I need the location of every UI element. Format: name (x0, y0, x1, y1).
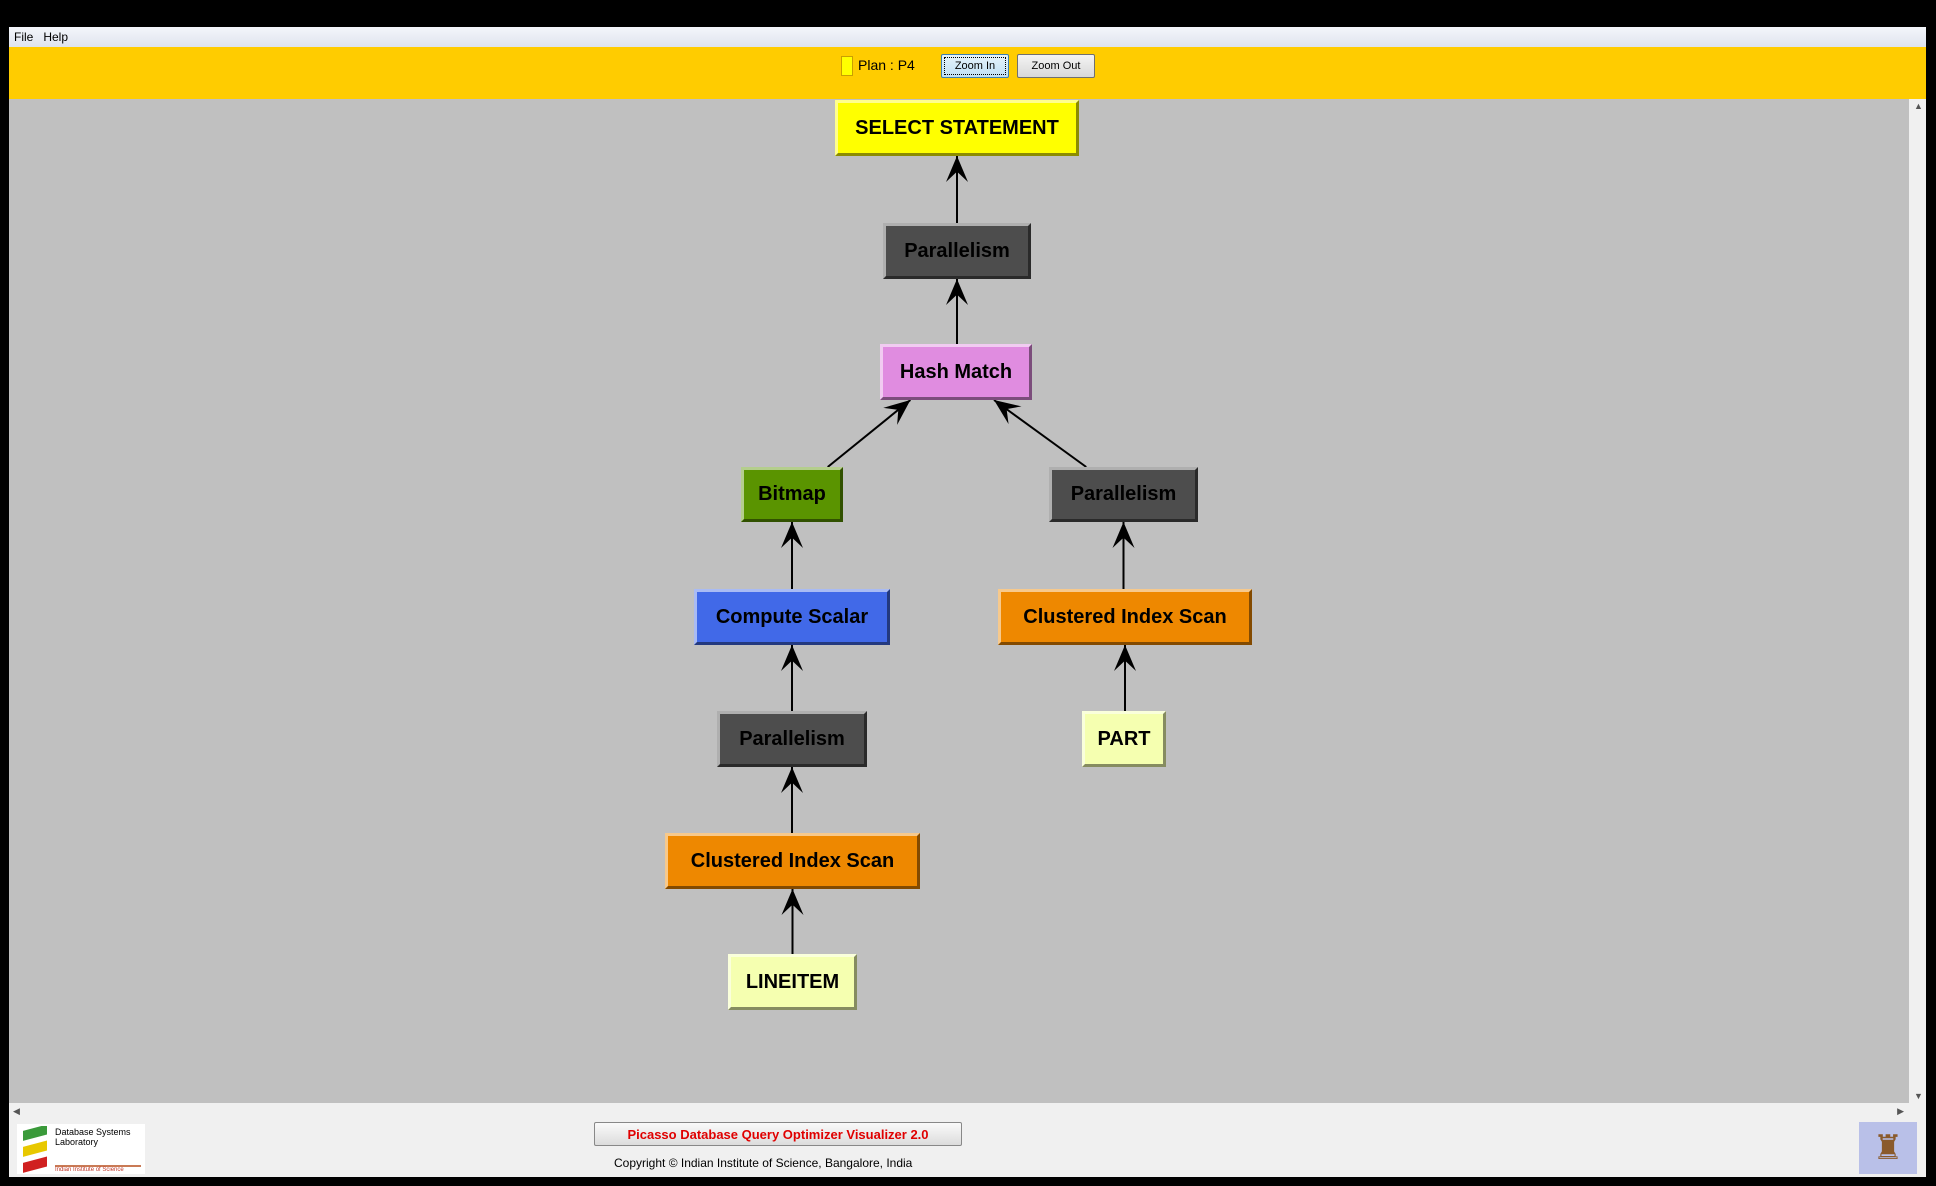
horizontal-scrollbar[interactable]: ◀ ▶ (9, 1103, 1926, 1121)
iisc-emblem-icon: ♜ (1859, 1122, 1917, 1174)
dsl-blocks-icon (23, 1126, 47, 1173)
node-bitmap[interactable]: Bitmap (741, 467, 843, 522)
node-lineitem[interactable]: LINEITEM (728, 954, 857, 1010)
node-parallelism-top[interactable]: Parallelism (883, 223, 1031, 279)
node-clustered-index-scan-left[interactable]: Clustered Index Scan (665, 833, 920, 889)
edge-line (827, 399, 912, 468)
vertical-scrollbar[interactable]: ▲ ▼ (1909, 99, 1926, 1103)
scroll-left-icon[interactable]: ◀ (13, 1106, 20, 1116)
plan-label: Plan : P4 (858, 57, 915, 73)
arrowhead-icon (994, 400, 1022, 425)
plan-color-swatch (841, 56, 853, 76)
menu-file[interactable]: File (14, 30, 34, 44)
scroll-down-icon[interactable]: ▼ (1914, 1091, 1923, 1101)
copyright-text: Copyright © Indian Institute of Science,… (614, 1156, 913, 1170)
dsl-logo-text: Database Systems Laboratory (55, 1127, 131, 1147)
footer: Database Systems Laboratory Indian Insti… (9, 1120, 1926, 1177)
scroll-right-icon[interactable]: ▶ (1897, 1106, 1904, 1116)
node-part[interactable]: PART (1082, 711, 1166, 767)
edge-line (993, 399, 1087, 468)
zoom-in-button[interactable]: Zoom In (941, 54, 1009, 78)
node-hash-match[interactable]: Hash Match (880, 344, 1032, 400)
plan-edges (781, 156, 1136, 954)
scroll-up-icon[interactable]: ▲ (1914, 101, 1923, 111)
arrowhead-icon (781, 522, 803, 548)
arrowhead-icon (883, 400, 911, 425)
arrowhead-icon (1114, 645, 1136, 671)
arrowhead-icon (781, 767, 803, 793)
menu-bar: File Help (9, 27, 1926, 47)
arrowhead-icon (946, 156, 968, 182)
node-parallelism-right[interactable]: Parallelism (1049, 467, 1198, 522)
node-parallelism-left[interactable]: Parallelism (717, 711, 867, 767)
arrowhead-icon (1112, 522, 1135, 548)
node-compute-scalar[interactable]: Compute Scalar (694, 589, 890, 645)
dsl-logo: Database Systems Laboratory Indian Insti… (17, 1124, 145, 1174)
node-select-statement[interactable]: SELECT STATEMENT (835, 100, 1079, 156)
plan-tree-canvas: SELECT STATEMENT Parallelism Hash Match … (9, 99, 1909, 1103)
arrowhead-icon (946, 279, 968, 305)
menu-help[interactable]: Help (43, 30, 69, 44)
toolbar: Plan : P4 Zoom In Zoom Out (9, 47, 1926, 100)
dsl-logo-sub: Indian Institute of Science (55, 1165, 141, 1173)
zoom-out-button[interactable]: Zoom Out (1017, 54, 1095, 78)
arrowhead-icon (781, 889, 804, 915)
node-clustered-index-scan-right[interactable]: Clustered Index Scan (998, 589, 1252, 645)
arrowhead-icon (781, 645, 803, 671)
picasso-title-button[interactable]: Picasso Database Query Optimizer Visuali… (594, 1122, 962, 1146)
